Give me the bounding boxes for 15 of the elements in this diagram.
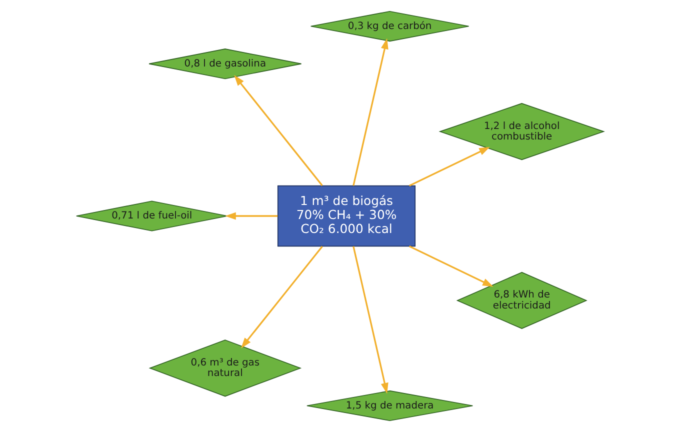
arrow: [352, 246, 388, 394]
node-box: 1 m³ de biogás 70% CH₄ + 30% CO₂ 6.000 kcal: [277, 185, 416, 247]
arrow: [408, 146, 490, 186]
node-diamond: 1,5 kg de madera: [306, 390, 474, 422]
arrow: [225, 212, 278, 220]
arrow: [240, 246, 323, 348]
node-diamond: 1,2 l de alcohol combustible: [438, 103, 605, 160]
arrow: [408, 246, 494, 287]
node-diamond: 0,8 l de gasolina: [148, 48, 302, 80]
arrow: [352, 38, 388, 186]
node-diamond: 0,71 l de fuel-oil: [76, 200, 228, 232]
node-diamond: 0,6 m³ de gas natural: [148, 340, 302, 397]
node-diamond: 6,8 kWh de electricidad: [456, 272, 588, 329]
node-diamond: 0,3 kg de carbón: [310, 10, 470, 42]
arrow: [234, 75, 323, 186]
